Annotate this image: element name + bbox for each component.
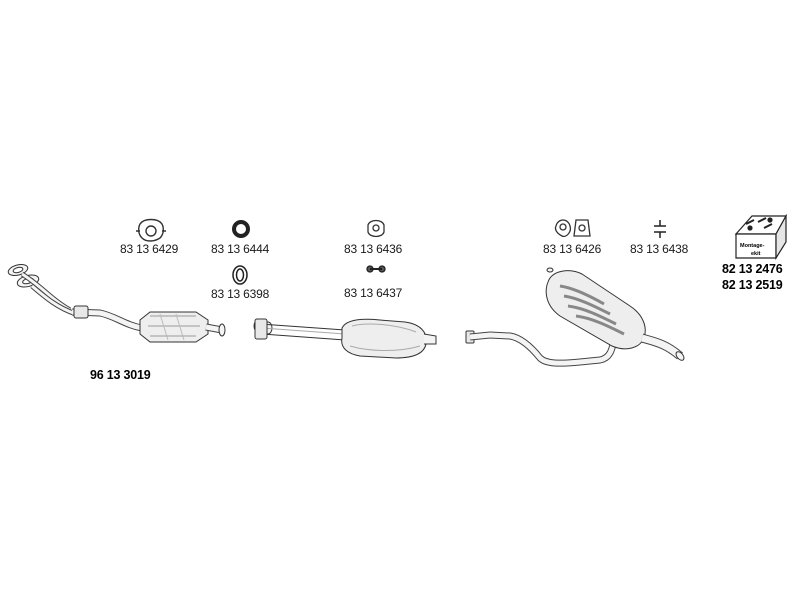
part-number-label: 83 13 6438: [630, 242, 689, 256]
part-number-label: 82 13 2519: [722, 278, 783, 292]
part-number-label: 82 13 2476: [722, 262, 783, 276]
svg-text:ekit: ekit: [751, 251, 761, 257]
part-number-label: 83 13 6398: [211, 287, 270, 301]
front-pipe-catalyst-part: [7, 264, 226, 343]
rear-silencer-part: [465, 267, 685, 367]
part-number-label: 83 13 6444: [211, 242, 270, 256]
clamp-icon: [232, 265, 248, 285]
bolt-icon: [366, 265, 386, 273]
part-number-label: 96 13 3019: [90, 368, 151, 382]
part-number-label: 83 13 6426: [543, 242, 602, 256]
hanger-icon: [654, 220, 666, 238]
middle-silencer-part: [253, 318, 437, 359]
gasket-small-icon: [367, 219, 385, 238]
clamp-pair-icon: [554, 219, 591, 238]
part-number-label: 83 13 6429: [120, 242, 179, 256]
mounting-kit-box-icon: Montage- ekit: [734, 213, 788, 261]
svg-text:Montage-: Montage-: [740, 243, 765, 249]
part-number-label: 83 13 6436: [344, 242, 403, 256]
part-number-label: 83 13 6437: [344, 286, 403, 300]
gasket-icon: [136, 218, 166, 242]
ring-icon: [232, 220, 250, 238]
